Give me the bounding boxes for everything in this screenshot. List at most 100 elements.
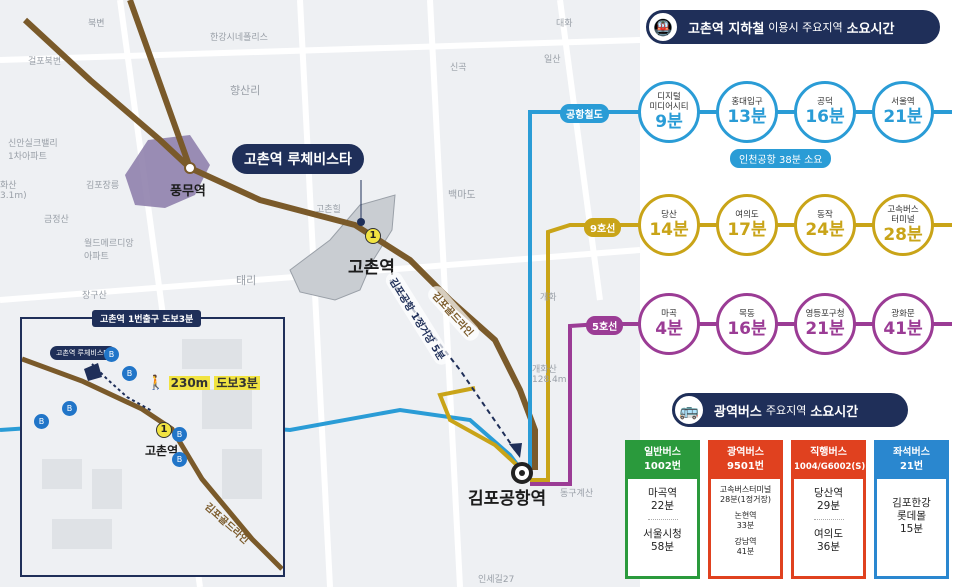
label-singok: 신곡 — [450, 63, 467, 73]
stop-name: 고속버스 터미널 — [887, 205, 919, 225]
bus-card-head: 직행버스 1004/G6002(S) — [794, 443, 866, 479]
gold-line — [22, 17, 538, 470]
bus-stop-icon: B — [62, 401, 77, 416]
subway-title-end: 소요시간 — [846, 21, 895, 37]
dest-name: 당산역 — [814, 487, 843, 499]
pungmu-station-label: 풍무역 — [170, 184, 206, 199]
dest-time: 33분 — [736, 521, 755, 530]
label-insegil: 인세길27 — [478, 575, 515, 585]
dest-time: 29분 — [816, 500, 841, 512]
stop-name: 당산 — [661, 210, 677, 220]
bus-stop-icon: B — [172, 427, 187, 442]
line-tag-line5: 5호선 — [586, 316, 624, 335]
dest-time: 22분 — [650, 500, 675, 512]
walk-label: 🚶 230m 도보3분 — [147, 374, 260, 391]
bus-number: 21번 — [899, 461, 924, 472]
label-taeri: 태리 — [236, 274, 257, 287]
label-geumjeong: 금정산 — [44, 215, 69, 225]
stop-time: 21분 — [805, 319, 845, 339]
stop-time: 16분 — [805, 107, 845, 127]
label-hwasan: 화산 3.1m) — [0, 181, 27, 201]
label-gaehwasan: 개화산 128.4m — [532, 365, 567, 385]
bus-card: 광역버스 9501번 고속버스터미널 28분(1정거장) 논현역 33분 강남역… — [708, 440, 783, 579]
inset-callout: 고촌역 루체비스타 — [50, 346, 116, 360]
subway-title-light: 이용시 주요지역 — [768, 21, 843, 34]
bus-number: 1002번 — [643, 461, 682, 472]
dest-time: 58분 — [650, 541, 675, 553]
stop-time: 9분 — [655, 112, 683, 132]
gold-line-branch — [127, 0, 193, 170]
stop-name: 공덕 — [817, 97, 833, 107]
stop-time: 28분 — [883, 225, 923, 245]
stop-circle: 목동 16분 — [716, 293, 778, 355]
bus-number: 1004/G6002(S) — [794, 462, 866, 472]
stop-name: 디지털 미디어시티 — [649, 92, 689, 112]
bus-type: 직행버스 — [810, 447, 847, 458]
stop-time: 24분 — [805, 220, 845, 240]
label-gochon-hs: 고촌힐 — [316, 205, 341, 215]
label-gulpo: 걸포북변 — [28, 57, 62, 67]
inset-base — [22, 339, 283, 571]
bus-card-head: 좌석버스 21번 — [877, 443, 946, 479]
bus-dest: 여의도 36분 — [794, 528, 863, 554]
stop-circle: 당산 14분 — [638, 194, 700, 256]
incheon-airport-note: 인천공항 38분 소요 — [730, 149, 832, 168]
dest-name: 강남역 — [734, 537, 757, 546]
inset-line1-badge: 1 — [156, 422, 172, 438]
label-hanggang: 한강시네폴리스 — [210, 33, 268, 43]
stop-name: 동작 — [817, 210, 833, 220]
divider — [647, 519, 678, 520]
walk-distance: 230m — [168, 376, 211, 390]
stop-circle: 서울역 21분 — [872, 81, 934, 143]
stop-time: 16분 — [727, 319, 767, 339]
label-gaehwa: 개화 — [540, 293, 557, 303]
stop-circle: 디지털 미디어시티 9분 — [638, 81, 700, 143]
walk-person-icon: 🚶 — [147, 375, 165, 391]
dest-name: 서울시청 — [643, 528, 682, 540]
bus-type: 광역버스 — [727, 447, 764, 458]
stop-name: 서울역 — [891, 97, 915, 107]
dest-name: 논현역 — [734, 511, 757, 520]
stop-time: 4분 — [655, 319, 683, 339]
bus-panel-title: 🚌 광역버스 주요지역 소요시간 — [672, 393, 908, 427]
line-tag-line9: 9호선 — [584, 218, 622, 237]
stop-name: 광화문 — [891, 309, 915, 319]
bus-card: 좌석버스 21번 김포한강 롯데몰 15분 — [874, 440, 949, 579]
bus-type: 좌석버스 — [893, 447, 930, 458]
subway-title-strong: 고촌역 지하철 — [688, 21, 765, 37]
bus-title-strong: 광역버스 — [714, 404, 762, 420]
bus-stop-icon: B — [34, 414, 49, 429]
label-daehwa: 대화 — [556, 19, 573, 29]
stop-circle: 여의도 17분 — [716, 194, 778, 256]
bus-stop-icon: B — [122, 366, 137, 381]
stop-circle: 마곡 4분 — [638, 293, 700, 355]
bus-card-head: 일반버스 1002번 — [628, 443, 697, 479]
pungmu-station-marker — [184, 162, 196, 174]
bus-stop-icon: B — [104, 347, 119, 362]
label-singaksan: 신안실크밸리 1차아파트 — [8, 139, 58, 162]
airport-station-label: 김포공항역 — [468, 489, 547, 509]
bus-card-body: 당산역 29분 여의도 36분 — [794, 487, 863, 554]
bus-title-light: 주요지역 — [765, 404, 807, 417]
label-gimpo-jang: 김포장릉 — [86, 181, 120, 191]
subway-icon: 🚇 — [646, 10, 680, 44]
gochon-station-label: 고촌역 — [348, 258, 395, 278]
walk-time: 도보3분 — [214, 376, 260, 390]
bus-icon: 🚌 — [672, 393, 706, 427]
bus-dest: 강남역 41분 — [711, 537, 780, 557]
bus-card: 일반버스 1002번 마곡역 22분 서울시청 58분 — [625, 440, 700, 579]
stop-circle: 홍대입구 13분 — [716, 81, 778, 143]
stop-circle: 영등포구청 21분 — [794, 293, 856, 355]
stop-time: 13분 — [727, 107, 767, 127]
pungmu-district — [125, 135, 210, 208]
bus-type: 일반버스 — [644, 447, 681, 458]
subway-panel-title: 🚇 고촌역 지하철 이용시 주요지역 소요시간 — [646, 10, 940, 44]
dest-time: 41분 — [736, 547, 755, 556]
bus-card-body: 고속버스터미널 28분(1정거장) 논현역 33분 강남역 41분 — [711, 485, 780, 557]
bus-dest: 논현역 33분 — [711, 511, 780, 531]
bus-dest: 서울시청 58분 — [628, 528, 697, 554]
label-hyangsanri: 향산리 — [230, 84, 261, 97]
dest-name: 김포한강 롯데몰 15분 — [892, 497, 931, 535]
bus-card-head: 광역버스 9501번 — [711, 443, 780, 479]
label-donggyesan: 동구계산 — [560, 489, 594, 499]
